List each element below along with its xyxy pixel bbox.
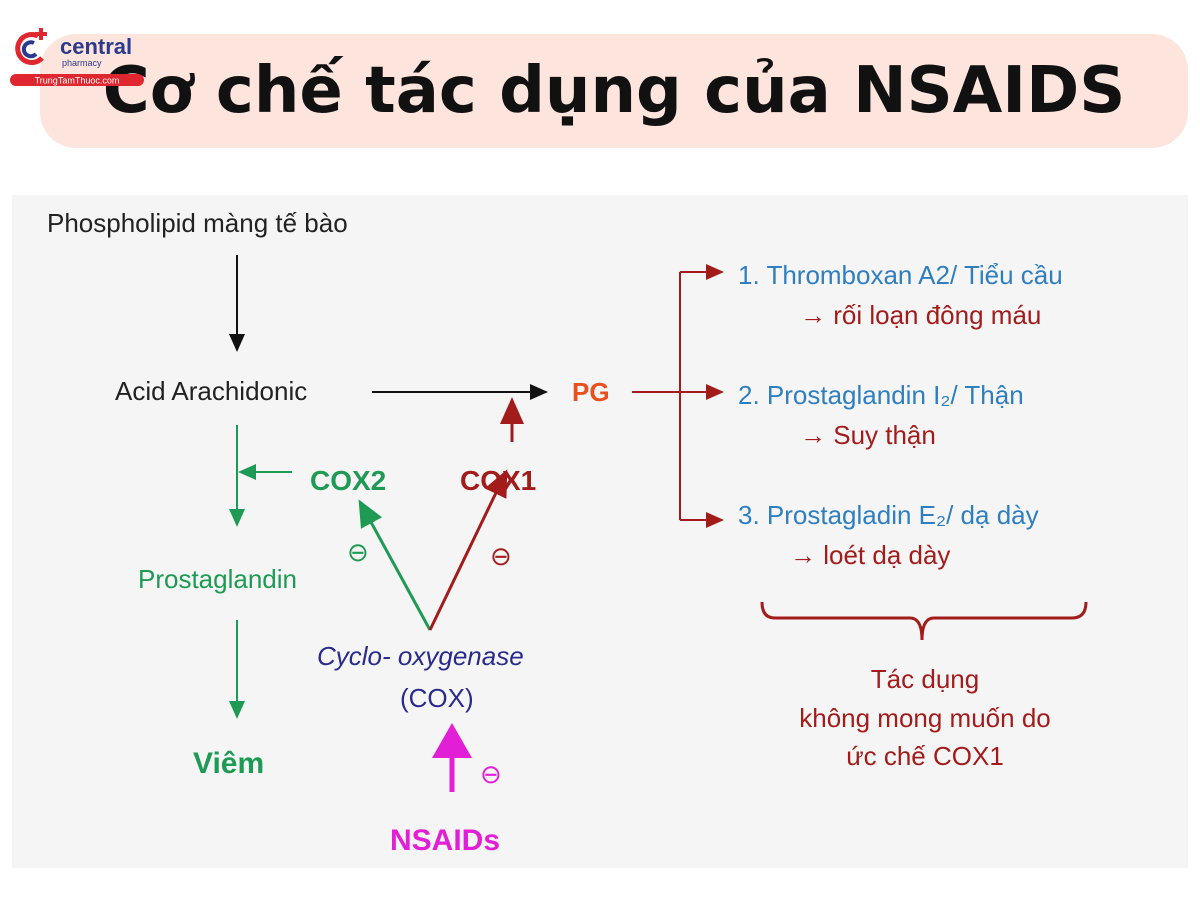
effect-3-result: → loét dạ dày bbox=[790, 540, 950, 570]
prostaglandin-label: Prostaglandin bbox=[138, 564, 297, 594]
effect-3-label: 3. Prostagladin E₂/ dạ dày bbox=[738, 500, 1039, 530]
central-pharmacy-logo: central pharmacy TrungTamThuoc.com bbox=[10, 28, 144, 86]
logo-site: TrungTamThuoc.com bbox=[35, 76, 120, 86]
logo-sub: pharmacy bbox=[62, 58, 102, 68]
effect-2-result: → Suy thận bbox=[800, 420, 936, 450]
arrow-cox-cox1 bbox=[428, 469, 508, 631]
nsaids-label: NSAIDs bbox=[390, 824, 500, 857]
logo-brand: central bbox=[60, 34, 132, 59]
arrow-cox-cox2 bbox=[358, 499, 432, 631]
inhibit-cox2-icon: ⊖ bbox=[347, 537, 369, 567]
cyclo-oxygenase-label: Cyclo- oxygenase bbox=[317, 641, 524, 671]
inhibit-nsaids-icon: ⊖ bbox=[480, 759, 502, 789]
effect-1-result: → rối loạn đông máu bbox=[800, 300, 1041, 330]
effect-1-label: 1. Thromboxan A2/ Tiểu cầu bbox=[738, 260, 1063, 290]
page-title: Cơ chế tác dụng của NSAIDS bbox=[102, 54, 1126, 128]
nsaid-mechanism-diagram: Phospholipid màng tế bào Acid Arachidoni… bbox=[12, 195, 1188, 868]
cox-label: (COX) bbox=[400, 683, 474, 713]
cox2-label: COX2 bbox=[310, 465, 386, 496]
pg-label: PG bbox=[572, 377, 610, 407]
phospholipid-label: Phospholipid màng tế bào bbox=[47, 208, 348, 238]
acid-arachidonic-label: Acid Arachidonic bbox=[115, 376, 307, 406]
effect-2-label: 2. Prostaglandin I₂/ Thận bbox=[738, 380, 1024, 410]
title-banner bbox=[40, 34, 1188, 148]
side-effect-line-1: Tác dụng bbox=[871, 664, 979, 694]
side-effect-brace bbox=[760, 601, 1088, 641]
inhibit-cox1-icon: ⊖ bbox=[490, 541, 512, 571]
viem-label: Viêm bbox=[193, 747, 264, 780]
side-effect-line-2: không mong muốn do bbox=[799, 703, 1051, 733]
side-effect-line-3: ức chế COX1 bbox=[846, 741, 1004, 771]
